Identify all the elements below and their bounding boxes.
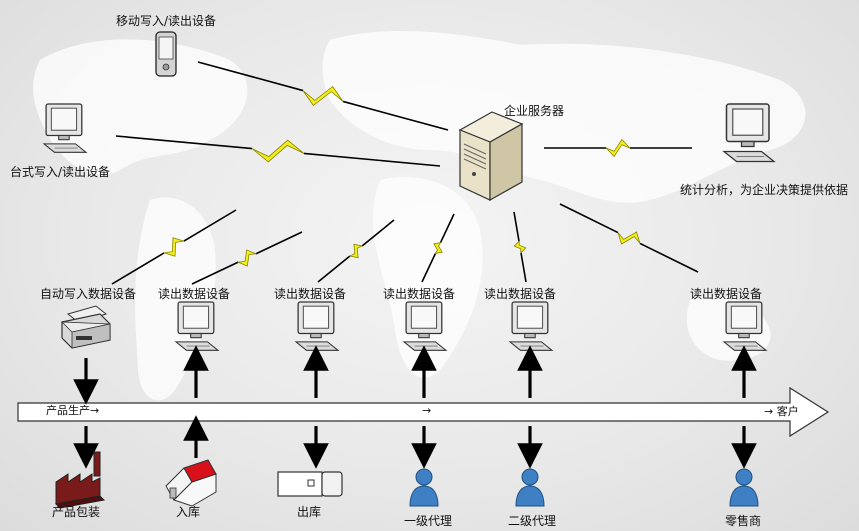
server-label: 企业服务器 bbox=[504, 104, 565, 118]
warehouse-icon bbox=[165, 459, 217, 507]
link-server-station-5 bbox=[513, 211, 527, 283]
endpoint-label: 一级代理 bbox=[404, 514, 453, 528]
endpoint-label: 出库 bbox=[297, 505, 322, 519]
link-server-station-1 bbox=[111, 209, 237, 285]
analysis-computer-icon bbox=[722, 103, 776, 163]
link-server-station-6 bbox=[559, 203, 699, 273]
station-device-label: 读出数据设备 bbox=[158, 287, 231, 301]
person-icon bbox=[515, 468, 545, 507]
link-server-station-2 bbox=[191, 231, 303, 285]
link-server-analysis bbox=[544, 138, 692, 158]
station-device-label: 读出数据设备 bbox=[383, 287, 456, 301]
world-map-background bbox=[33, 30, 806, 401]
desktop-device-label: 台式写入/读出设备 bbox=[10, 165, 111, 179]
endpoint-label: 二级代理 bbox=[508, 514, 557, 528]
computer-icon bbox=[294, 301, 340, 351]
server-icon bbox=[458, 111, 524, 202]
endpoint-label: 入库 bbox=[176, 505, 201, 519]
mobile-device-icon bbox=[155, 31, 177, 77]
person-icon bbox=[409, 468, 439, 507]
product-flow-arrow bbox=[17, 386, 830, 438]
link-mobile-server bbox=[197, 61, 449, 131]
desktop-computer-icon bbox=[42, 103, 88, 153]
station-device-label: 自动写入数据设备 bbox=[40, 287, 137, 301]
computer-icon bbox=[508, 301, 554, 351]
mobile-device-label: 移动写入/读出设备 bbox=[116, 14, 217, 28]
link-desktop-server bbox=[115, 135, 441, 167]
endpoint-label: 产品包装 bbox=[52, 505, 101, 519]
link-server-station-4 bbox=[421, 213, 455, 283]
station-device-label: 读出数据设备 bbox=[484, 287, 557, 301]
flow-start-label: 产品生产→ bbox=[46, 404, 100, 417]
truck-icon bbox=[277, 471, 343, 497]
factory-icon bbox=[54, 451, 106, 509]
endpoint-label: 零售商 bbox=[725, 514, 762, 528]
station-device-label: 读出数据设备 bbox=[690, 287, 763, 301]
flow-end-label: → 客户 bbox=[764, 405, 799, 418]
flow-middle-label: → bbox=[422, 404, 432, 417]
printer-icon bbox=[60, 305, 111, 349]
person-icon bbox=[729, 468, 759, 507]
analysis-label: 统计分析，为企业决策提供依据 bbox=[680, 183, 849, 197]
computer-icon bbox=[174, 301, 220, 351]
link-server-station-3 bbox=[317, 219, 395, 283]
station-device-label: 读出数据设备 bbox=[274, 287, 347, 301]
